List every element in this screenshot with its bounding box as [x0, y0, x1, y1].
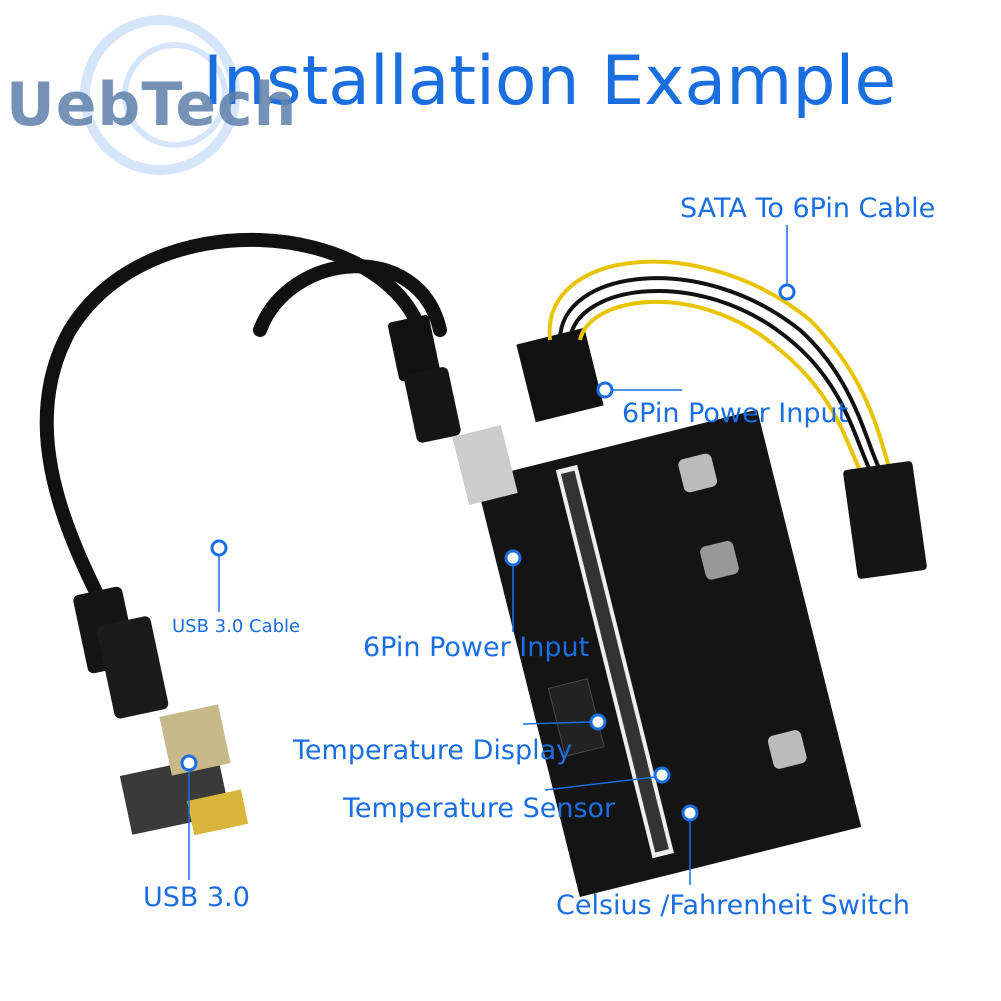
usb-port [452, 424, 518, 506]
riser-board [475, 409, 862, 898]
usb-plug-top-body [404, 367, 461, 443]
label-power-input-top: 6Pin Power Input [622, 398, 849, 429]
label-temperature-sensor: Temperature Sensor [343, 793, 616, 824]
label-celsius-fahrenheit-switch: Celsius /Fahrenheit Switch [556, 890, 910, 921]
watermark-logo-rings [80, 15, 240, 175]
callout-markers [180, 283, 796, 822]
label-temperature-display: Temperature Display [293, 735, 573, 766]
watermark-logo: UebTech [6, 70, 298, 140]
usb-cable [39, 232, 447, 607]
sata-wires [547, 259, 892, 471]
page-title: Installation Example [203, 42, 897, 121]
usb-plug-bottom-head [96, 616, 169, 719]
label-power-input-mid: 6Pin Power Input [363, 632, 590, 663]
label-sata-cable: SATA To 6Pin Cable [680, 193, 936, 224]
leader-lines [188, 225, 788, 885]
usb-plug-top [387, 315, 441, 381]
sata-connector [843, 461, 927, 579]
pcie-x1-adapter [119, 704, 249, 836]
six-pin-connector [516, 327, 604, 423]
label-usb-cable: USB 3.0 Cable [172, 616, 301, 637]
label-usb30: USB 3.0 [143, 882, 250, 913]
